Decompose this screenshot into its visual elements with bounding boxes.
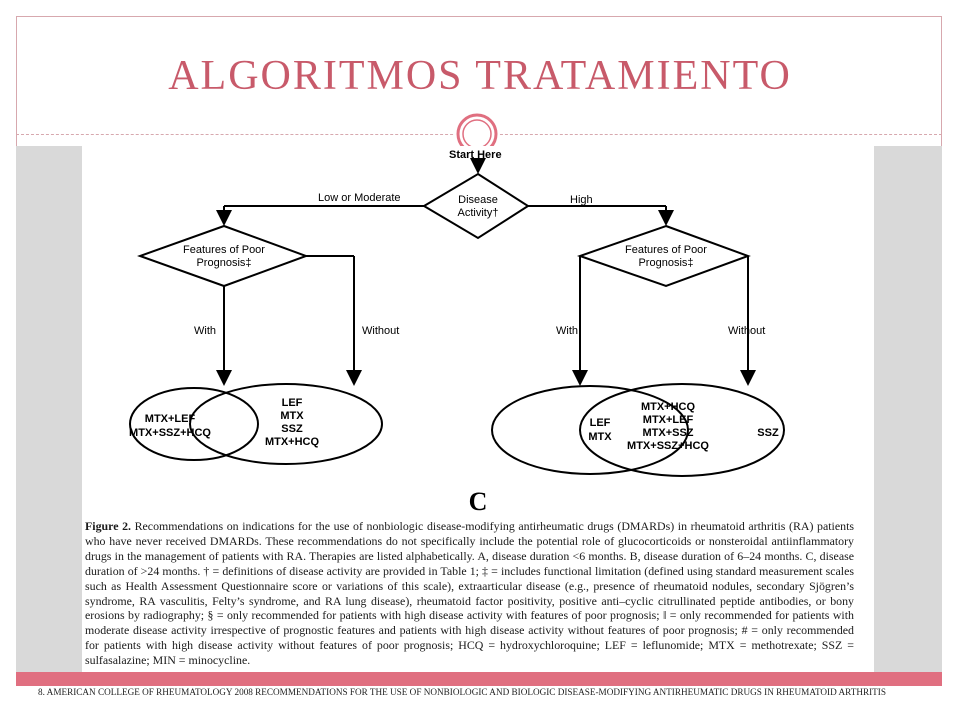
right-with-label: With: [556, 325, 578, 337]
left-without-label: Without: [362, 325, 399, 337]
right-venn-overlap-item: MTX+LEF: [643, 414, 694, 426]
right-venn-overlap-item: MTX+SSZ+HCQ: [627, 440, 709, 452]
right-features-diamond: [576, 224, 751, 288]
left-with-label: With: [194, 325, 216, 337]
caption-label: Figure 2.: [85, 519, 131, 533]
start-label: Start Here: [449, 149, 502, 161]
low-moderate-label: Low or Moderate: [318, 192, 401, 204]
right-features-line2: Prognosis‡: [638, 257, 693, 269]
left-venn-item: MTX+LEF: [145, 413, 196, 425]
left-venn-ellipse-2: [189, 383, 383, 465]
right-venn-overlap-item: MTX+HCQ: [641, 401, 696, 413]
flowchart-diagram: Start Here Disease Activity† Low or Mode…: [129, 149, 785, 516]
treatment-algorithm-figure: Start Here Disease Activity† Low or Mode…: [82, 146, 874, 518]
right-venn-item: LEF: [590, 417, 611, 429]
disease-activity-line2: Activity†: [458, 207, 499, 219]
left-features-line2: Prognosis‡: [196, 257, 251, 269]
left-venn-overlap-item: SSZ: [281, 423, 303, 435]
panel-letter: C: [469, 487, 488, 516]
left-venn-ellipse-1: [129, 387, 259, 461]
caption-text: Recommendations on indications for the u…: [85, 519, 855, 668]
right-venn-ellipse-1: [491, 385, 689, 475]
right-without-label: Without: [728, 325, 765, 337]
disease-activity-diamond: [422, 172, 530, 240]
left-features-diamond: [137, 224, 309, 288]
left-venn-item: MTX+SSZ+HCQ: [129, 427, 211, 439]
left-venn-overlap-item: LEF: [282, 397, 303, 409]
reference-footer: 8. American College of Rheumatology 2008…: [38, 687, 886, 697]
accent-bar: [16, 672, 942, 686]
left-venn-overlap-item: MTX+HCQ: [265, 436, 320, 448]
right-venn-item: MTX: [588, 431, 612, 443]
disease-activity-line1: Disease: [458, 194, 498, 206]
right-venn-ellipse-2: [579, 383, 785, 477]
left-features-line1: Features of Poor: [183, 244, 265, 256]
right-venn-overlap-item: MTX+SSZ: [642, 427, 693, 439]
figure-caption: Figure 2. Recommendations on indications…: [82, 518, 874, 686]
right-venn-item: SSZ: [757, 427, 779, 439]
right-features-line1: Features of Poor: [625, 244, 707, 256]
left-venn-overlap-item: MTX: [280, 410, 304, 422]
high-label: High: [570, 194, 593, 206]
slide-title: ALGORITMOS TRATAMIENTO: [168, 53, 792, 99]
